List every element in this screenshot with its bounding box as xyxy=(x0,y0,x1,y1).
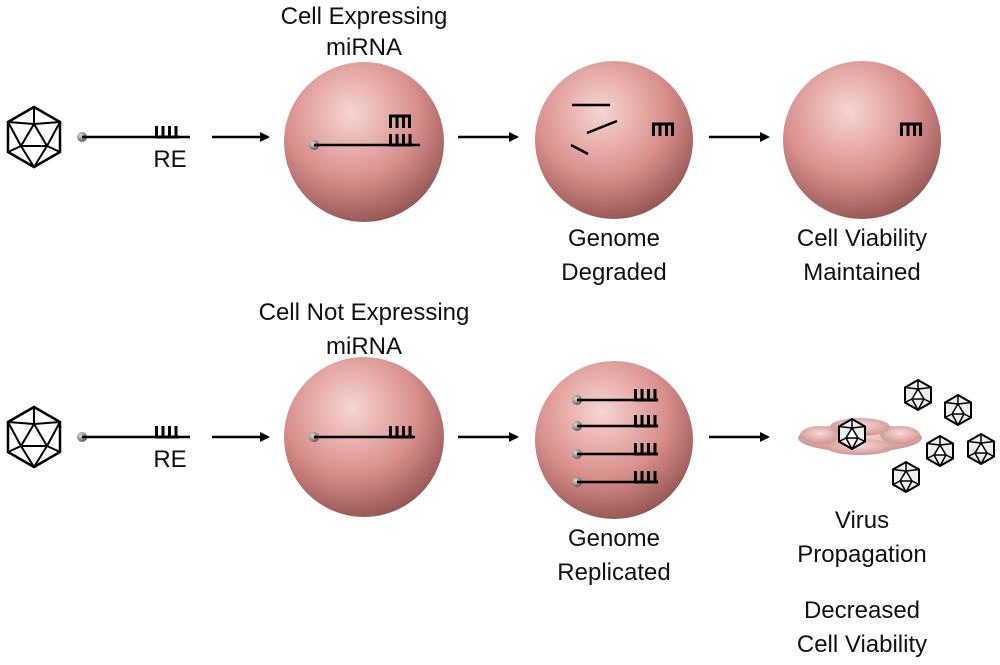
re-label: RE xyxy=(153,446,186,473)
cell-genome-replicated-sphere xyxy=(535,361,693,519)
virus-propagation-line2: Propagation xyxy=(797,541,926,568)
genome-fragment xyxy=(586,119,618,135)
virus-icon xyxy=(838,418,866,450)
genome-replicated-line1: Genome xyxy=(568,525,660,552)
virus-icon xyxy=(6,405,62,469)
re-label: RE xyxy=(153,146,186,173)
cell-expressing-title-line1: Cell Expressing xyxy=(281,3,448,30)
cell-not-expressing-title-line2: miRNA xyxy=(326,333,402,360)
decreased-viability-line1: Decreased xyxy=(804,597,920,624)
cell-genome-degraded-sphere xyxy=(535,61,693,219)
virus-icon xyxy=(944,394,972,426)
virus-icon xyxy=(892,461,920,493)
cell-not-expressing-title-line1: Cell Not Expressing xyxy=(259,299,470,326)
response-element-icon xyxy=(153,424,181,439)
cell-expressing-mirna-sphere xyxy=(284,62,444,222)
virus-propagation-line1: Virus xyxy=(835,507,889,534)
decreased-viability-line2: Cell Viability xyxy=(797,631,927,658)
genome-fragment xyxy=(570,143,589,156)
virus-icon xyxy=(6,105,62,169)
virus-icon xyxy=(967,433,995,465)
virus-icon xyxy=(926,435,954,467)
cell-viability-line2: Maintained xyxy=(803,259,920,286)
genome-replicated-line2: Replicated xyxy=(557,559,670,586)
genome-degraded-line1: Genome xyxy=(568,225,660,252)
cell-viable-sphere xyxy=(783,61,941,219)
response-element-icon xyxy=(153,124,181,139)
cell-viability-line1: Cell Viability xyxy=(797,225,927,252)
cell-expressing-title-line2: miRNA xyxy=(326,34,402,61)
genome-degraded-line2: Degraded xyxy=(561,259,666,286)
virus-icon xyxy=(904,379,932,411)
replicated-genomes xyxy=(572,387,660,487)
